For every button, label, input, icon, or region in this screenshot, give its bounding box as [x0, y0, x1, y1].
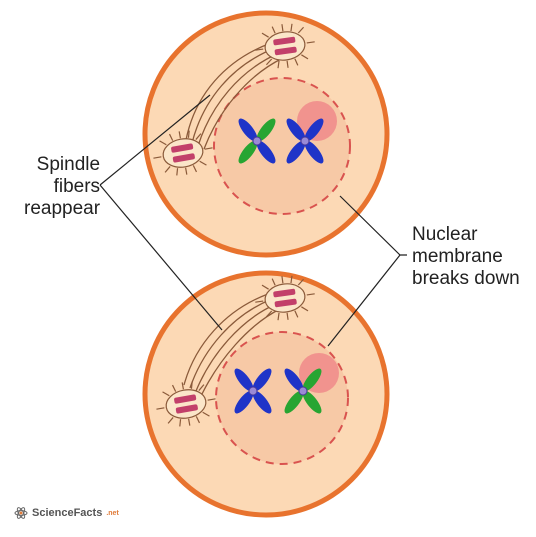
leader-lines [99, 94, 407, 347]
label-spindle-line-2: fibers [53, 176, 101, 197]
label-nuclear-line-1: Nuclear [412, 224, 478, 245]
leader-spindle-bottom [99, 184, 223, 331]
label-nuclear-line-3: breaks down [412, 268, 520, 289]
logo-text: ScienceFacts [32, 507, 103, 519]
atom-icon [14, 507, 28, 519]
chromosome-bottom-left [234, 368, 272, 414]
leader-spindle-top [99, 94, 211, 186]
centrosome-top-upper [255, 23, 315, 69]
nucleus-top [213, 77, 351, 215]
centrosome-bottom-upper [255, 275, 315, 321]
cell-top [142, 10, 390, 258]
logo-suffix: .net [106, 509, 119, 517]
label-spindle-line-3: reappear [24, 198, 101, 219]
leader-nuclear-bottom [327, 254, 401, 347]
label-spindle-line-1: Spindle [36, 154, 101, 175]
chromosome-top-right [286, 118, 324, 164]
spindle-fibers-bottom [183, 293, 281, 395]
label-nuclear-line-2: membrane [412, 246, 503, 267]
label-spindle-fibers: Spindle fibers reappear [24, 154, 100, 220]
sciencefacts-logo: ScienceFacts .net [14, 506, 119, 520]
cell-bottom [142, 270, 390, 518]
spindle-fibers-top [185, 42, 284, 150]
chromosome-bottom-right [284, 368, 322, 414]
label-nuclear-membrane: Nuclear membrane breaks down [412, 224, 520, 290]
chromosome-top-left [238, 118, 276, 164]
nucleus-bottom [215, 331, 349, 465]
centrosome-top-lower [153, 130, 213, 176]
centrosome-bottom-lower [156, 381, 216, 427]
